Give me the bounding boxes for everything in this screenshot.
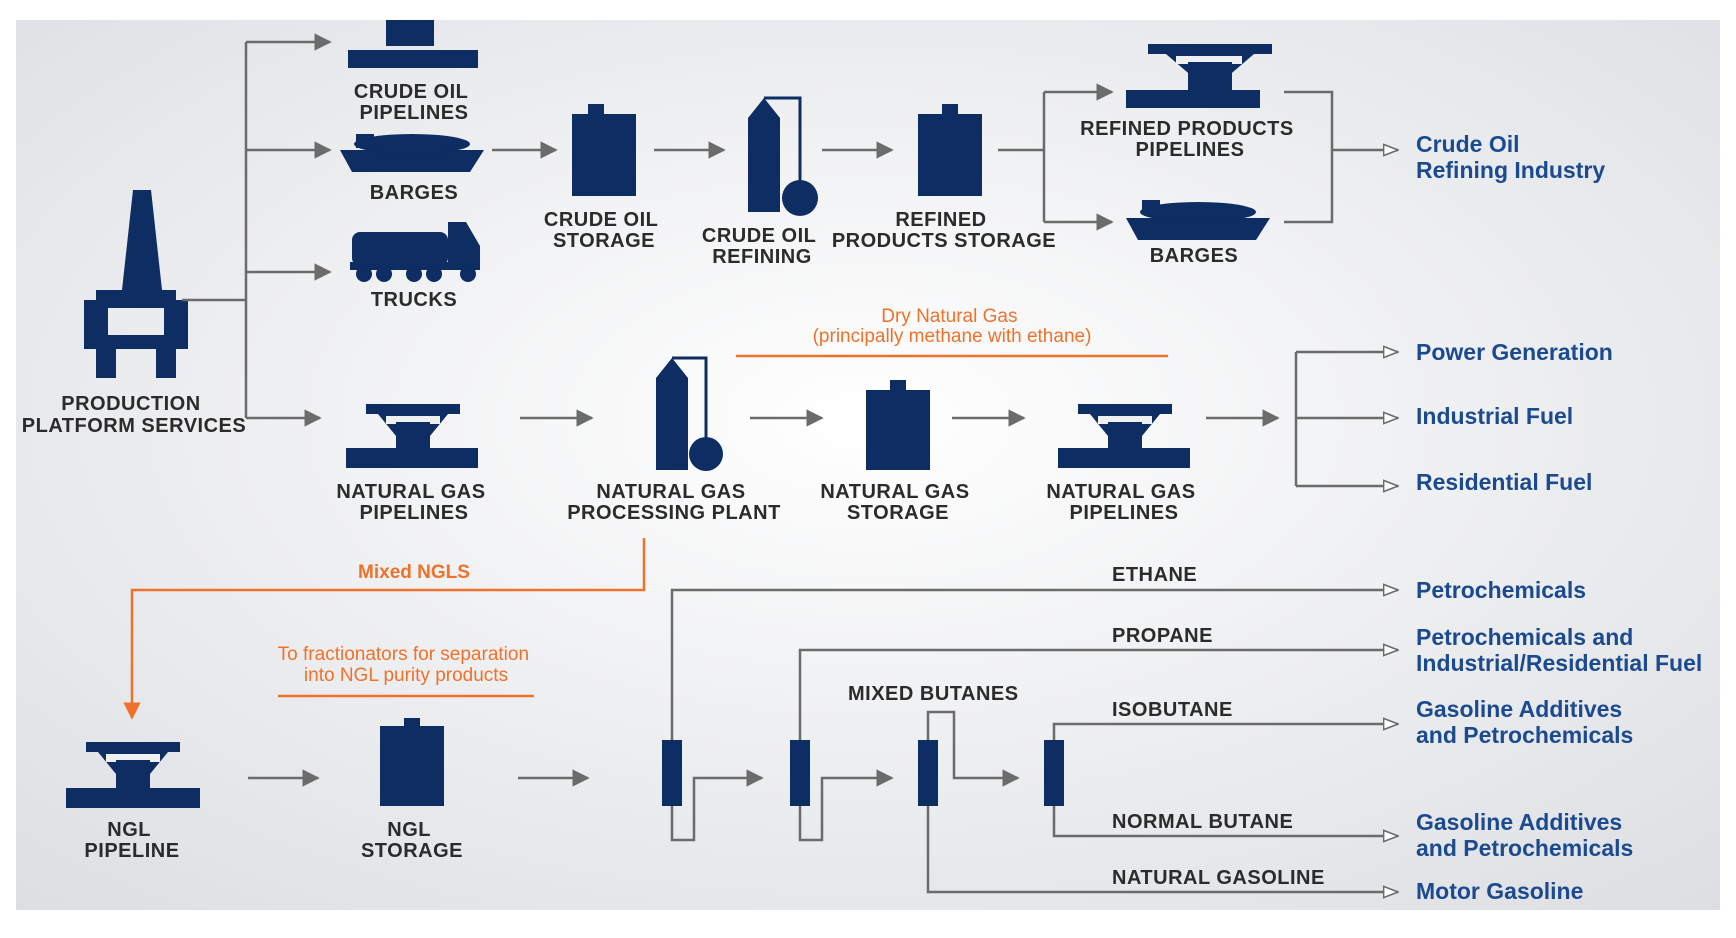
platform-fanout-connector: [182, 33, 332, 427]
destination-power-generation: Power Generation: [1416, 339, 1613, 365]
ethane-stream-label: ETHANE: [1112, 564, 1197, 586]
pipeline-icon: [66, 742, 200, 808]
natural-gasoline-stream-label: NATURAL GASOLINE: [1112, 867, 1325, 889]
debutanizer-column-icon: [918, 740, 938, 806]
normal-butane-stream-label: NORMAL BUTANE: [1112, 811, 1293, 833]
refinery-column-icon: [748, 96, 818, 216]
natural-gas-pipelines-label: NATURAL GAS PIPELINES: [336, 481, 491, 524]
refined-products-storage-label: REFINED PRODUCTS STORAGE: [832, 209, 1056, 252]
mixed-ngls-annotation: Mixed NGLS: [358, 562, 470, 583]
destination-crude-oil-refining-industry: Crude Oil Refining Industry: [1416, 131, 1605, 183]
barge-icon: [340, 134, 484, 172]
natural-gas-storage-label: NATURAL GAS STORAGE: [820, 481, 975, 524]
production-platform-icon: [84, 190, 188, 378]
destination-petrochemicals-industrial-fuel: Petrochemicals and Industrial/Residentia…: [1416, 624, 1702, 676]
refined-products-storage-tank-icon: [918, 104, 982, 196]
refined-products-pipelines-label: REFINED PRODUCTS PIPELINES: [1080, 118, 1300, 161]
destination-motor-gasoline: Motor Gasoline: [1416, 878, 1583, 904]
dry-gas-annotation: Dry Natural Gas (principally methane wit…: [813, 306, 1092, 347]
ngl-storage-tank-icon: [380, 718, 444, 806]
pipeline-icon: [1126, 44, 1272, 108]
refined-fanout-connector: [998, 83, 1114, 231]
natural-gas-pipelines-label: NATURAL GAS PIPELINES: [1046, 481, 1201, 524]
destination-residential-fuel: Residential Fuel: [1416, 469, 1592, 495]
refined-merge-connector: [1284, 90, 1398, 224]
gas-distribution-connector: [1294, 352, 1398, 486]
barge-icon: [1126, 200, 1270, 240]
pipeline-icon: [348, 20, 478, 68]
barges-label: BARGES: [1150, 245, 1239, 267]
mixed-ngls-connector: [123, 538, 646, 720]
fractionators-annotation: To fractionators for separation into NGL…: [278, 644, 535, 686]
natural-gas-storage-tank-icon: [866, 380, 930, 470]
crude-oil-storage-label: CRUDE OIL STORAGE: [544, 209, 664, 252]
crude-oil-refining-label: CRUDE OIL REFINING: [702, 225, 822, 268]
destination-petrochemicals: Petrochemicals: [1416, 577, 1586, 603]
trucks-label: TRUCKS: [371, 289, 457, 311]
truck-icon: [350, 222, 480, 282]
depropanizer-column-icon: [790, 740, 810, 806]
deethanizer-column-icon: [662, 740, 682, 806]
propane-stream-label: PROPANE: [1112, 625, 1213, 647]
natural-gas-processing-plant-label: NATURAL GAS PROCESSING PLANT: [567, 481, 781, 524]
isobutane-stream-label: ISOBUTANE: [1112, 699, 1233, 721]
gas-processing-column-icon: [656, 356, 723, 471]
fractionation-train-connectors: [670, 590, 1398, 892]
ngl-storage-label: NGL STORAGE: [361, 819, 463, 862]
barges-label: BARGES: [370, 182, 459, 204]
mixed-butanes-stream-label: MIXED BUTANES: [848, 683, 1019, 705]
crude-oil-pipelines-label: CRUDE OIL PIPELINES: [354, 81, 474, 124]
pipeline-icon: [346, 404, 478, 468]
destination-gasoline-additives: Gasoline Additives and Petrochemicals: [1416, 696, 1633, 748]
ngl-pipeline-label: NGL PIPELINE: [84, 819, 179, 862]
crude-oil-storage-tank-icon: [572, 104, 636, 196]
destination-industrial-fuel: Industrial Fuel: [1416, 403, 1573, 429]
platform-label: PRODUCTION PLATFORM SERVICES: [22, 393, 246, 437]
butane-splitter-column-icon: [1044, 740, 1064, 806]
destination-gasoline-additives: Gasoline Additives and Petrochemicals: [1416, 809, 1633, 861]
pipeline-icon: [1058, 404, 1190, 468]
